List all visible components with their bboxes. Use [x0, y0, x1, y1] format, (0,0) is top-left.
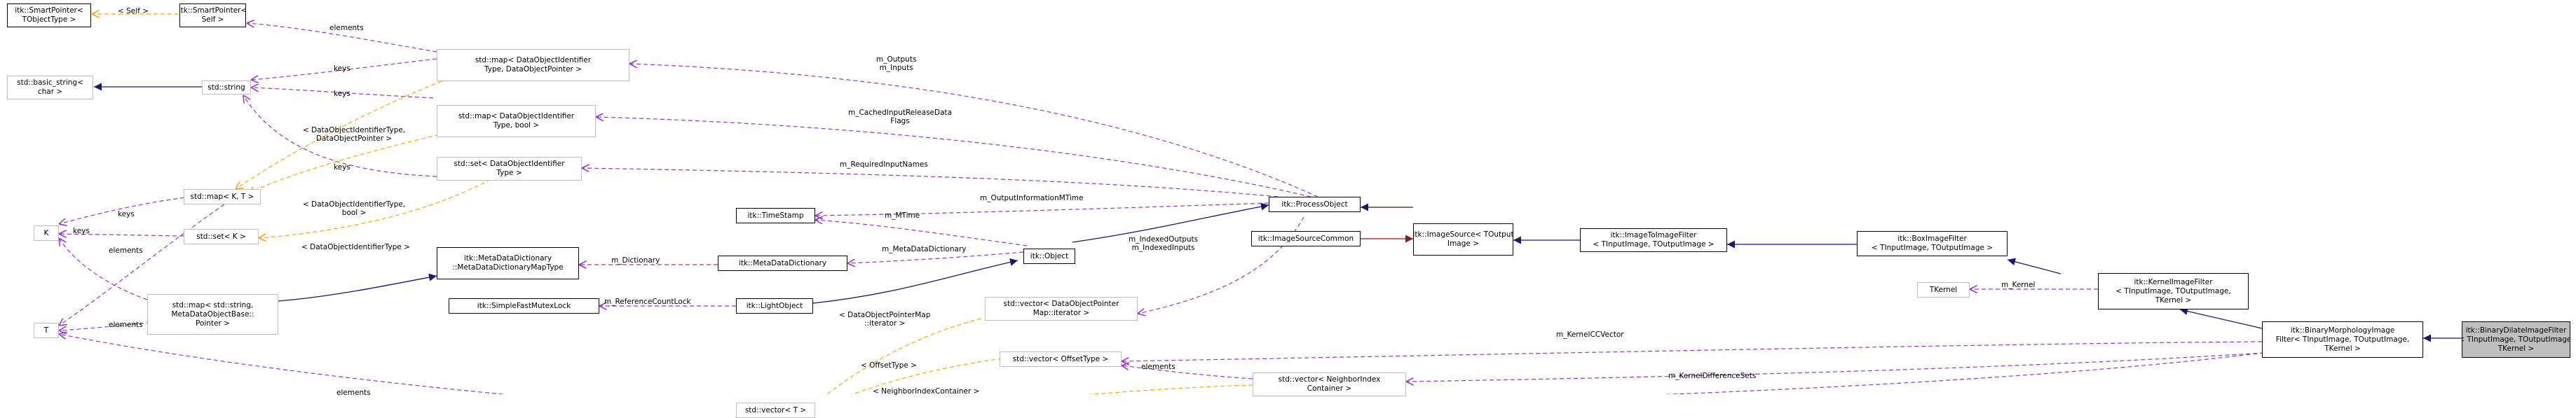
- label-elements-t1: elements: [109, 246, 143, 255]
- label-m-kernelccvector: m_KernelCCVector: [1556, 330, 1624, 339]
- edge-tpl-set-setk: [259, 179, 491, 238]
- label-m-cached: m_CachedInputReleaseData Flags: [848, 109, 953, 125]
- edge-kernel-vector-t: [1662, 349, 2286, 394]
- label-keys-2: keys: [334, 90, 350, 98]
- node-smartptr-tobjtype[interactable]: itk::SmartPointer< TObjectType >: [7, 4, 91, 27]
- node-map-kt[interactable]: std::map< K, T >: [184, 189, 261, 204]
- edge-tpl-mapbool-mapkt: [248, 132, 447, 193]
- edge-processobject-set: [582, 168, 1279, 197]
- label-elements-t2: elements: [109, 321, 143, 329]
- label-tmpl-map-bool: < DataObjectIdentifierType, bool >: [303, 200, 406, 217]
- node-boximage[interactable]: itk::BoxImageFilter < TInputImage, TOutp…: [1857, 231, 2008, 256]
- diagram-edges: [0, 0, 2462, 394]
- edge-t-mapkt: [59, 204, 225, 326]
- node-imagesourcecommon[interactable]: itk::ImageSourceCommon: [1251, 231, 1361, 246]
- label-keys-5: keys: [73, 227, 90, 235]
- node-tkernel[interactable]: TKernel: [1917, 282, 1970, 298]
- edge-object-metadict: [847, 251, 1024, 263]
- node-timestamp[interactable]: itk::TimeStamp: [736, 208, 815, 223]
- edge-k-mapkt: [59, 196, 192, 224]
- edge-tpl-vector-offset: [851, 358, 1003, 394]
- label-m-mtime: m_MTime: [885, 211, 920, 220]
- edge-string-map-ptr: [251, 58, 437, 80]
- node-binarydilate[interactable]: itk::BinaryDilateImageFilter < TInputIma…: [2462, 321, 2570, 358]
- node-k[interactable]: K: [34, 225, 59, 241]
- node-t[interactable]: T: [34, 323, 59, 338]
- label-m-metadict: m_MetaDataDictionary: [882, 245, 967, 253]
- node-set-k[interactable]: std::set< K >: [184, 229, 259, 244]
- inheritance-edges: [94, 83, 2462, 342]
- node-metadict-map[interactable]: itk::MetaDataDictionary ::MetaDataDictio…: [437, 247, 579, 279]
- edge-t-vector: [59, 334, 507, 394]
- node-imagesource[interactable]: itk::ImageSource< TOutput Image >: [1413, 223, 1513, 256]
- node-map-string-meta[interactable]: std::map< std::string, MetaDataObjectBas…: [147, 294, 278, 335]
- node-binarymorph[interactable]: itk::BinaryMorphologyImage Filter< TInpu…: [2262, 321, 2423, 358]
- label-m-kernel: m_Kernel: [2001, 281, 2036, 289]
- node-metadict[interactable]: itk::MetaDataDictionary: [718, 256, 847, 271]
- edge-lightobject-object: [812, 258, 1018, 304]
- label-m-kerneldiff: m_KernelDifferenceSets: [1668, 372, 1757, 380]
- edge-tpl-mapptr-mapkt: [236, 81, 442, 189]
- node-kernelimage[interactable]: itk::KernelImageFilter < TInputImage, TO…: [2098, 273, 2249, 309]
- label-elements-top: elements: [329, 24, 364, 32]
- node-vector-offset[interactable]: std::vector< OffsetType >: [1000, 351, 1122, 367]
- label-tmpl-set: < DataObjectIdentifierType >: [301, 243, 410, 251]
- node-smartptr-self[interactable]: itk::SmartPointer< Self >: [179, 4, 246, 27]
- edge-processobject-timestamp: [815, 202, 1269, 216]
- node-vector-neighbor[interactable]: std::vector< NeighborIndex Container >: [1253, 372, 1406, 396]
- label-m-refcount: m_ReferenceCountLock: [604, 298, 691, 306]
- label-self: < Self >: [118, 7, 149, 15]
- label-keys-1: keys: [334, 64, 350, 73]
- node-processobject[interactable]: itk::ProcessObject: [1269, 197, 1361, 212]
- label-m-outputs: m_Outputs m_Inputs: [876, 55, 917, 72]
- node-imagetoimage[interactable]: itk::ImageToImageFilter < TInputImage, T…: [1580, 228, 1727, 252]
- label-tmpl-neighbor: < NeighborIndexContainer >: [873, 387, 980, 396]
- node-lightobject[interactable]: itk::LightObject: [736, 298, 813, 314]
- node-object[interactable]: itk::Object: [1023, 249, 1075, 264]
- label-tmpl-map-ptr: < DataObjectIdentifierType, DataObjectPo…: [303, 126, 406, 143]
- node-vector-t[interactable]: std::vector< T >: [736, 403, 815, 418]
- template-edges: [92, 14, 1253, 394]
- edge-processobject-mapbool: [596, 117, 1311, 197]
- edge-self-string: [251, 88, 434, 99]
- node-vector-dataobj[interactable]: std::vector< DataObjectPointer Map::iter…: [985, 297, 1138, 321]
- label-m-dictionary: m_Dictionary: [611, 256, 660, 265]
- node-map-dataobj-ptr[interactable]: std::map< DataObjectIdentifier Type, Dat…: [437, 49, 629, 81]
- label-elements-bottom: elements: [336, 389, 371, 397]
- node-std-string[interactable]: std::string: [202, 81, 251, 95]
- label-keys-3: keys: [334, 163, 350, 172]
- label-m-indexed: m_IndexedOutputs m_IndexedInputs: [1129, 235, 1199, 252]
- label-tmpl-offset: < OffsetType >: [861, 361, 917, 370]
- edge-object-timestamp: [815, 220, 1028, 246]
- edge-morph-vectorneighbor: [1406, 349, 2307, 382]
- edge-tpl-vector-neighbor: [1087, 384, 1253, 394]
- node-set-dataobj[interactable]: std::set< DataObjectIdentifier Type >: [437, 157, 582, 181]
- edge-morph-kernel: [2179, 307, 2263, 329]
- edge-string-set: [243, 95, 437, 177]
- node-basic-string[interactable]: std::basic_string< char >: [7, 76, 93, 99]
- edge-tpl-vector-dataobj: [826, 318, 982, 394]
- edge-kernel-box: [2007, 258, 2062, 274]
- node-map-dataobj-bool[interactable]: std::map< DataObjectIdentifier Type, boo…: [437, 105, 596, 137]
- label-m-outputinfo: m_OutputInformationMTime: [980, 194, 1084, 202]
- edge-morph-vectoroffset: [1122, 341, 2263, 361]
- edge-mapstring-metadictmap: [278, 273, 437, 302]
- edge-smartptr-self-elements: [247, 23, 437, 53]
- edge-object-processobject: [1072, 202, 1269, 243]
- label-tmpl-dataobjmap: < DataObjectPointerMap ::iterator >: [839, 311, 931, 328]
- edge-processobject-mapptr: [629, 64, 1318, 197]
- label-m-required: m_RequiredInputNames: [840, 160, 928, 169]
- node-mutexlock[interactable]: itk::SimpleFastMutexLock: [449, 298, 599, 314]
- edge-k-mapstring: [59, 238, 148, 300]
- usage-edges: [59, 23, 2307, 394]
- label-elements-offset: elements: [1141, 363, 1175, 371]
- label-keys-4: keys: [118, 210, 135, 218]
